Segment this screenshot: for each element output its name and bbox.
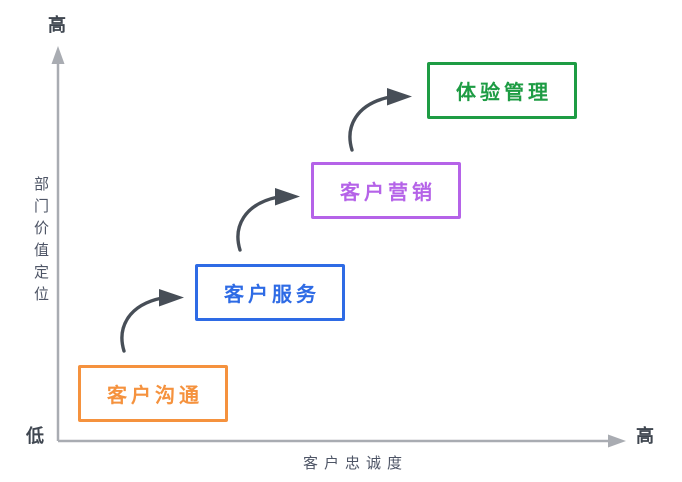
- step-label: 客户沟通: [107, 385, 203, 407]
- y-axis-title: 部门价值定位: [32, 176, 49, 308]
- curved-arrow-icon: [348, 88, 412, 152]
- step-box-customer-marketing: 客户营销: [311, 162, 461, 219]
- step-box-customer-communication: 客户沟通: [78, 365, 228, 422]
- curved-arrow-icon: [236, 188, 300, 252]
- step-label: 客户服务: [224, 284, 320, 306]
- x-axis-high-label: 高: [636, 426, 654, 446]
- y-axis: [51, 46, 65, 441]
- y-axis-low-label: 低: [26, 426, 44, 446]
- step-box-experience-management: 体验管理: [427, 62, 577, 119]
- x-axis: [58, 434, 626, 448]
- step-label: 客户营销: [340, 182, 436, 204]
- x-axis-title: 客户忠诚度: [303, 455, 409, 472]
- curved-arrow-icon: [120, 289, 184, 353]
- y-axis-arrowhead-icon: [51, 46, 65, 64]
- y-axis-high-label: 高: [48, 15, 66, 35]
- step-label: 体验管理: [456, 82, 552, 104]
- x-axis-arrowhead-icon: [608, 434, 626, 448]
- step-box-customer-service: 客户服务: [195, 264, 345, 321]
